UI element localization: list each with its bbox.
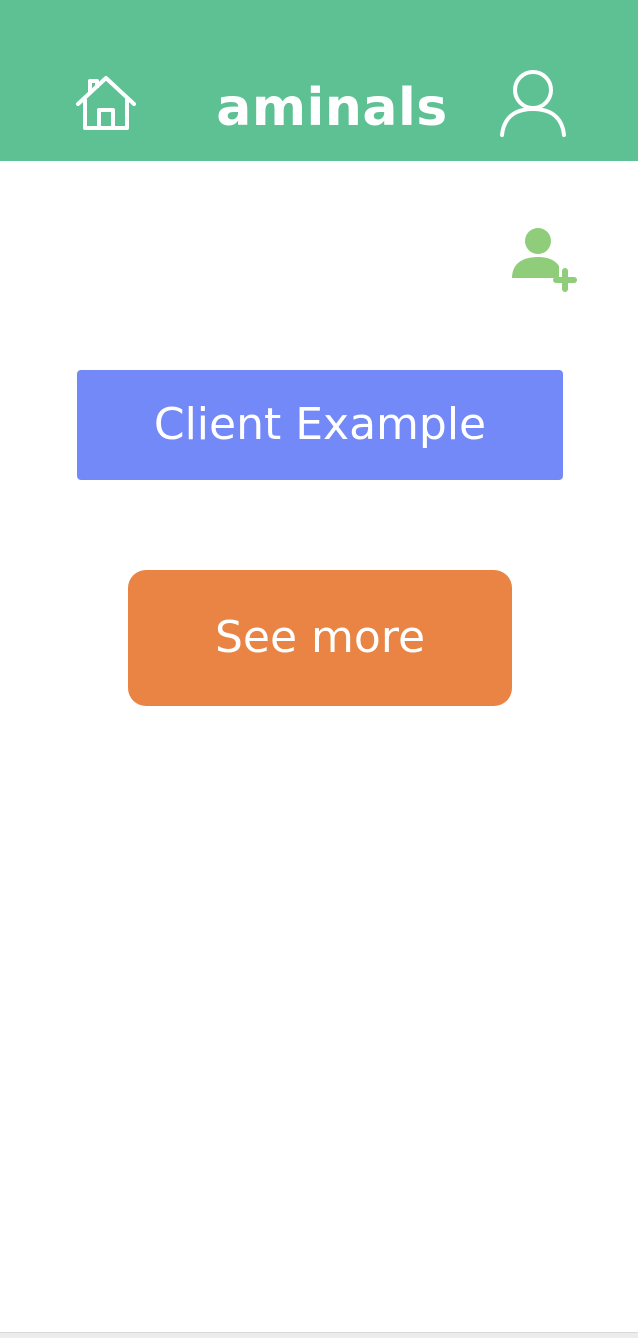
profile-button[interactable] — [498, 68, 568, 138]
see-more-button[interactable]: See more — [128, 570, 512, 706]
home-button[interactable] — [70, 72, 142, 134]
add-user-button[interactable] — [508, 224, 580, 296]
user-icon — [498, 68, 568, 138]
app-title: aminals — [216, 78, 448, 138]
app-header: aminals — [0, 0, 638, 161]
bottom-divider — [0, 1332, 638, 1338]
add-user-icon — [508, 224, 580, 296]
home-icon — [70, 72, 142, 134]
client-example-button[interactable]: Client Example — [77, 370, 563, 480]
